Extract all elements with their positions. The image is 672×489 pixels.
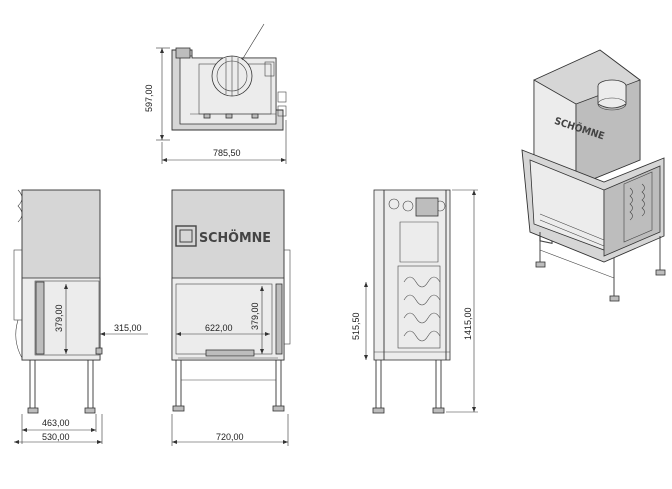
brand-logo-text: SCHÖMNE xyxy=(199,230,271,246)
dim-top-width: 785,50 xyxy=(213,148,241,158)
dim-top-depth: 597,00 xyxy=(144,84,154,112)
front-view: SCHÖMNE 622,00 379,00 720,00 xyxy=(171,189,291,446)
dim-front-opening-height: 379,00 xyxy=(250,302,260,330)
section-view: 515,50 1415,00 xyxy=(351,189,478,414)
dim-side-opening-width: 315,00 xyxy=(114,323,142,333)
top-view: 597,00 785,50 xyxy=(144,23,287,164)
dim-side-depth-inner: 463,00 xyxy=(42,418,70,428)
dim-side-depth-outer: 530,00 xyxy=(42,432,70,442)
dim-side-opening-height: 379,00 xyxy=(54,304,64,332)
dim-section-total-height: 1415,00 xyxy=(463,307,473,340)
isometric-view: SCHÖMNE xyxy=(521,49,666,302)
dim-front-opening-width: 622,00 xyxy=(205,323,233,333)
side-view: 379,00 315,00 463,00 530,00 xyxy=(13,189,148,444)
dim-front-width: 720,00 xyxy=(216,432,244,442)
dim-section-base-height: 515,50 xyxy=(351,312,361,340)
